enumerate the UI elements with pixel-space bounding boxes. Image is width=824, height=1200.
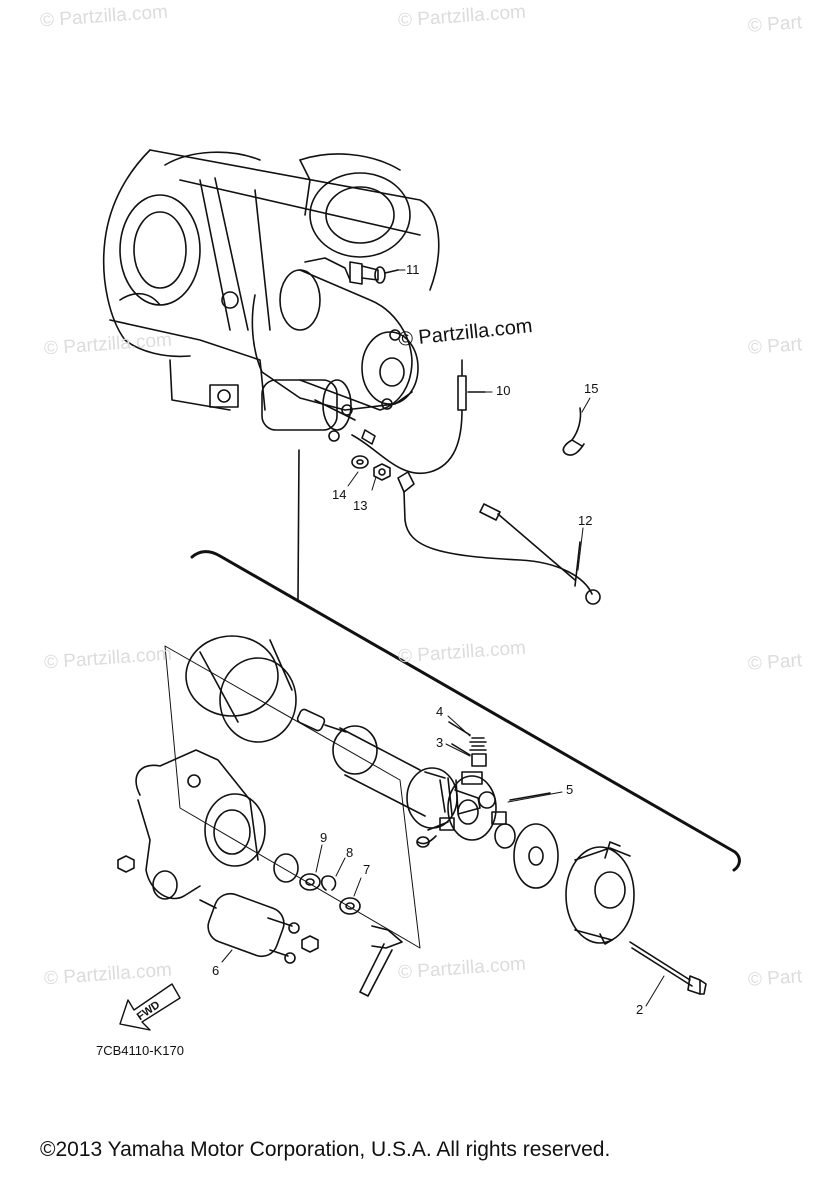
callout-leader-lines bbox=[221, 269, 665, 1007]
shift-lever bbox=[359, 925, 403, 997]
leader-line bbox=[297, 449, 300, 601]
thrust-washer bbox=[513, 823, 559, 889]
watermark: © Part bbox=[747, 650, 803, 675]
callout-2[interactable]: 2 bbox=[636, 1002, 644, 1017]
assembly-frame bbox=[164, 645, 421, 949]
callout-3[interactable]: 3 bbox=[436, 735, 444, 750]
washer-7 bbox=[339, 897, 361, 915]
front-cover bbox=[135, 749, 266, 900]
copyright-notice: ©2013 Yamaha Motor Corporation, U.S.A. A… bbox=[40, 1138, 611, 1161]
nut-left bbox=[117, 855, 135, 873]
bushing bbox=[494, 823, 516, 849]
bushing-front bbox=[273, 853, 299, 883]
callout-8[interactable]: 8 bbox=[346, 845, 354, 860]
cable-10 bbox=[351, 359, 486, 475]
fwd-arrow-icon bbox=[119, 983, 181, 1031]
lead-wire-12 bbox=[397, 471, 601, 605]
callout-7[interactable]: 7 bbox=[363, 862, 371, 877]
callout-11[interactable]: 11 bbox=[406, 262, 420, 277]
bolt-11 bbox=[349, 261, 399, 285]
callout-14[interactable]: 14 bbox=[332, 487, 347, 502]
circlip-8 bbox=[320, 875, 337, 891]
washer-9 bbox=[299, 873, 321, 891]
watermark: © Part bbox=[747, 334, 803, 359]
solenoid-6 bbox=[199, 892, 319, 964]
callout-4[interactable]: 4 bbox=[436, 704, 444, 719]
rear-cover bbox=[565, 841, 635, 945]
brush-holder-5 bbox=[416, 771, 551, 848]
assembly-bracket bbox=[190, 550, 741, 872]
callout-10[interactable]: 10 bbox=[496, 383, 511, 398]
brush-3 bbox=[451, 743, 487, 767]
drawing-code: 7CB4110-K170 bbox=[96, 1043, 184, 1058]
watermark: © Part bbox=[747, 12, 803, 37]
callout-13[interactable]: 13 bbox=[353, 498, 368, 513]
clip-15 bbox=[562, 407, 585, 456]
callout-12[interactable]: 12 bbox=[578, 513, 593, 528]
yoke-housing bbox=[185, 635, 297, 743]
starter-motor-assembled bbox=[251, 257, 419, 442]
washer-14 bbox=[351, 455, 369, 469]
callout-15[interactable]: 15 bbox=[584, 381, 599, 396]
callout-6[interactable]: 6 bbox=[212, 963, 220, 978]
through-bolt-2 bbox=[629, 941, 707, 995]
callout-9[interactable]: 9 bbox=[320, 830, 328, 845]
engine-block bbox=[102, 149, 440, 411]
callout-5[interactable]: 5 bbox=[566, 782, 574, 797]
watermark: © Part bbox=[747, 966, 803, 991]
armature bbox=[296, 708, 496, 831]
nut-13 bbox=[373, 463, 391, 481]
